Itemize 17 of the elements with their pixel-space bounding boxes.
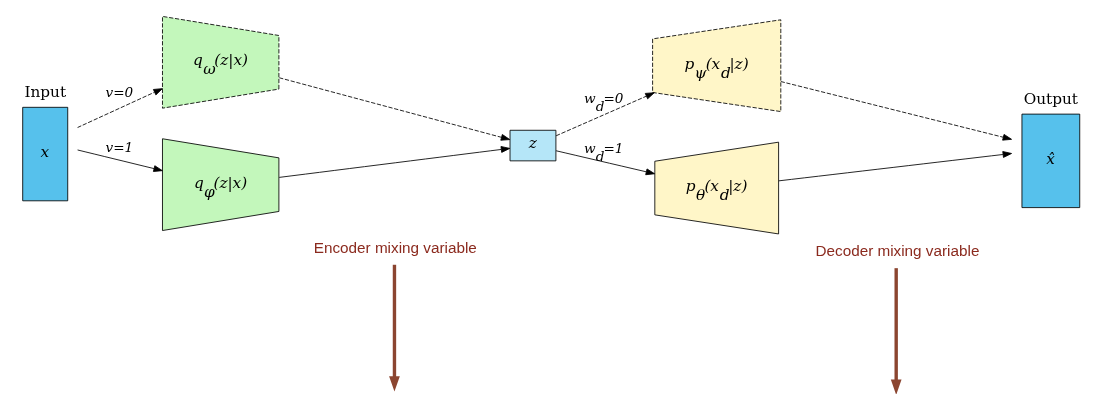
arrow xyxy=(890,268,902,394)
node-label: Output xyxy=(1023,90,1078,109)
arrow xyxy=(278,146,511,178)
arrow xyxy=(778,151,1012,182)
arrow xyxy=(77,88,163,128)
edge-label: v=1 xyxy=(105,139,134,156)
arrow xyxy=(555,150,656,176)
edge-label: v=0 xyxy=(105,83,134,100)
node-text: Decoder mixing variable xyxy=(815,242,980,260)
arrow xyxy=(555,92,655,137)
arrow xyxy=(389,264,400,392)
arrow xyxy=(278,77,511,141)
node-text: Encoder mixing variable xyxy=(313,238,477,256)
arrow xyxy=(77,149,163,172)
node-box: z xyxy=(509,129,557,162)
node-label: Input xyxy=(24,83,67,102)
arrow xyxy=(780,81,1012,141)
